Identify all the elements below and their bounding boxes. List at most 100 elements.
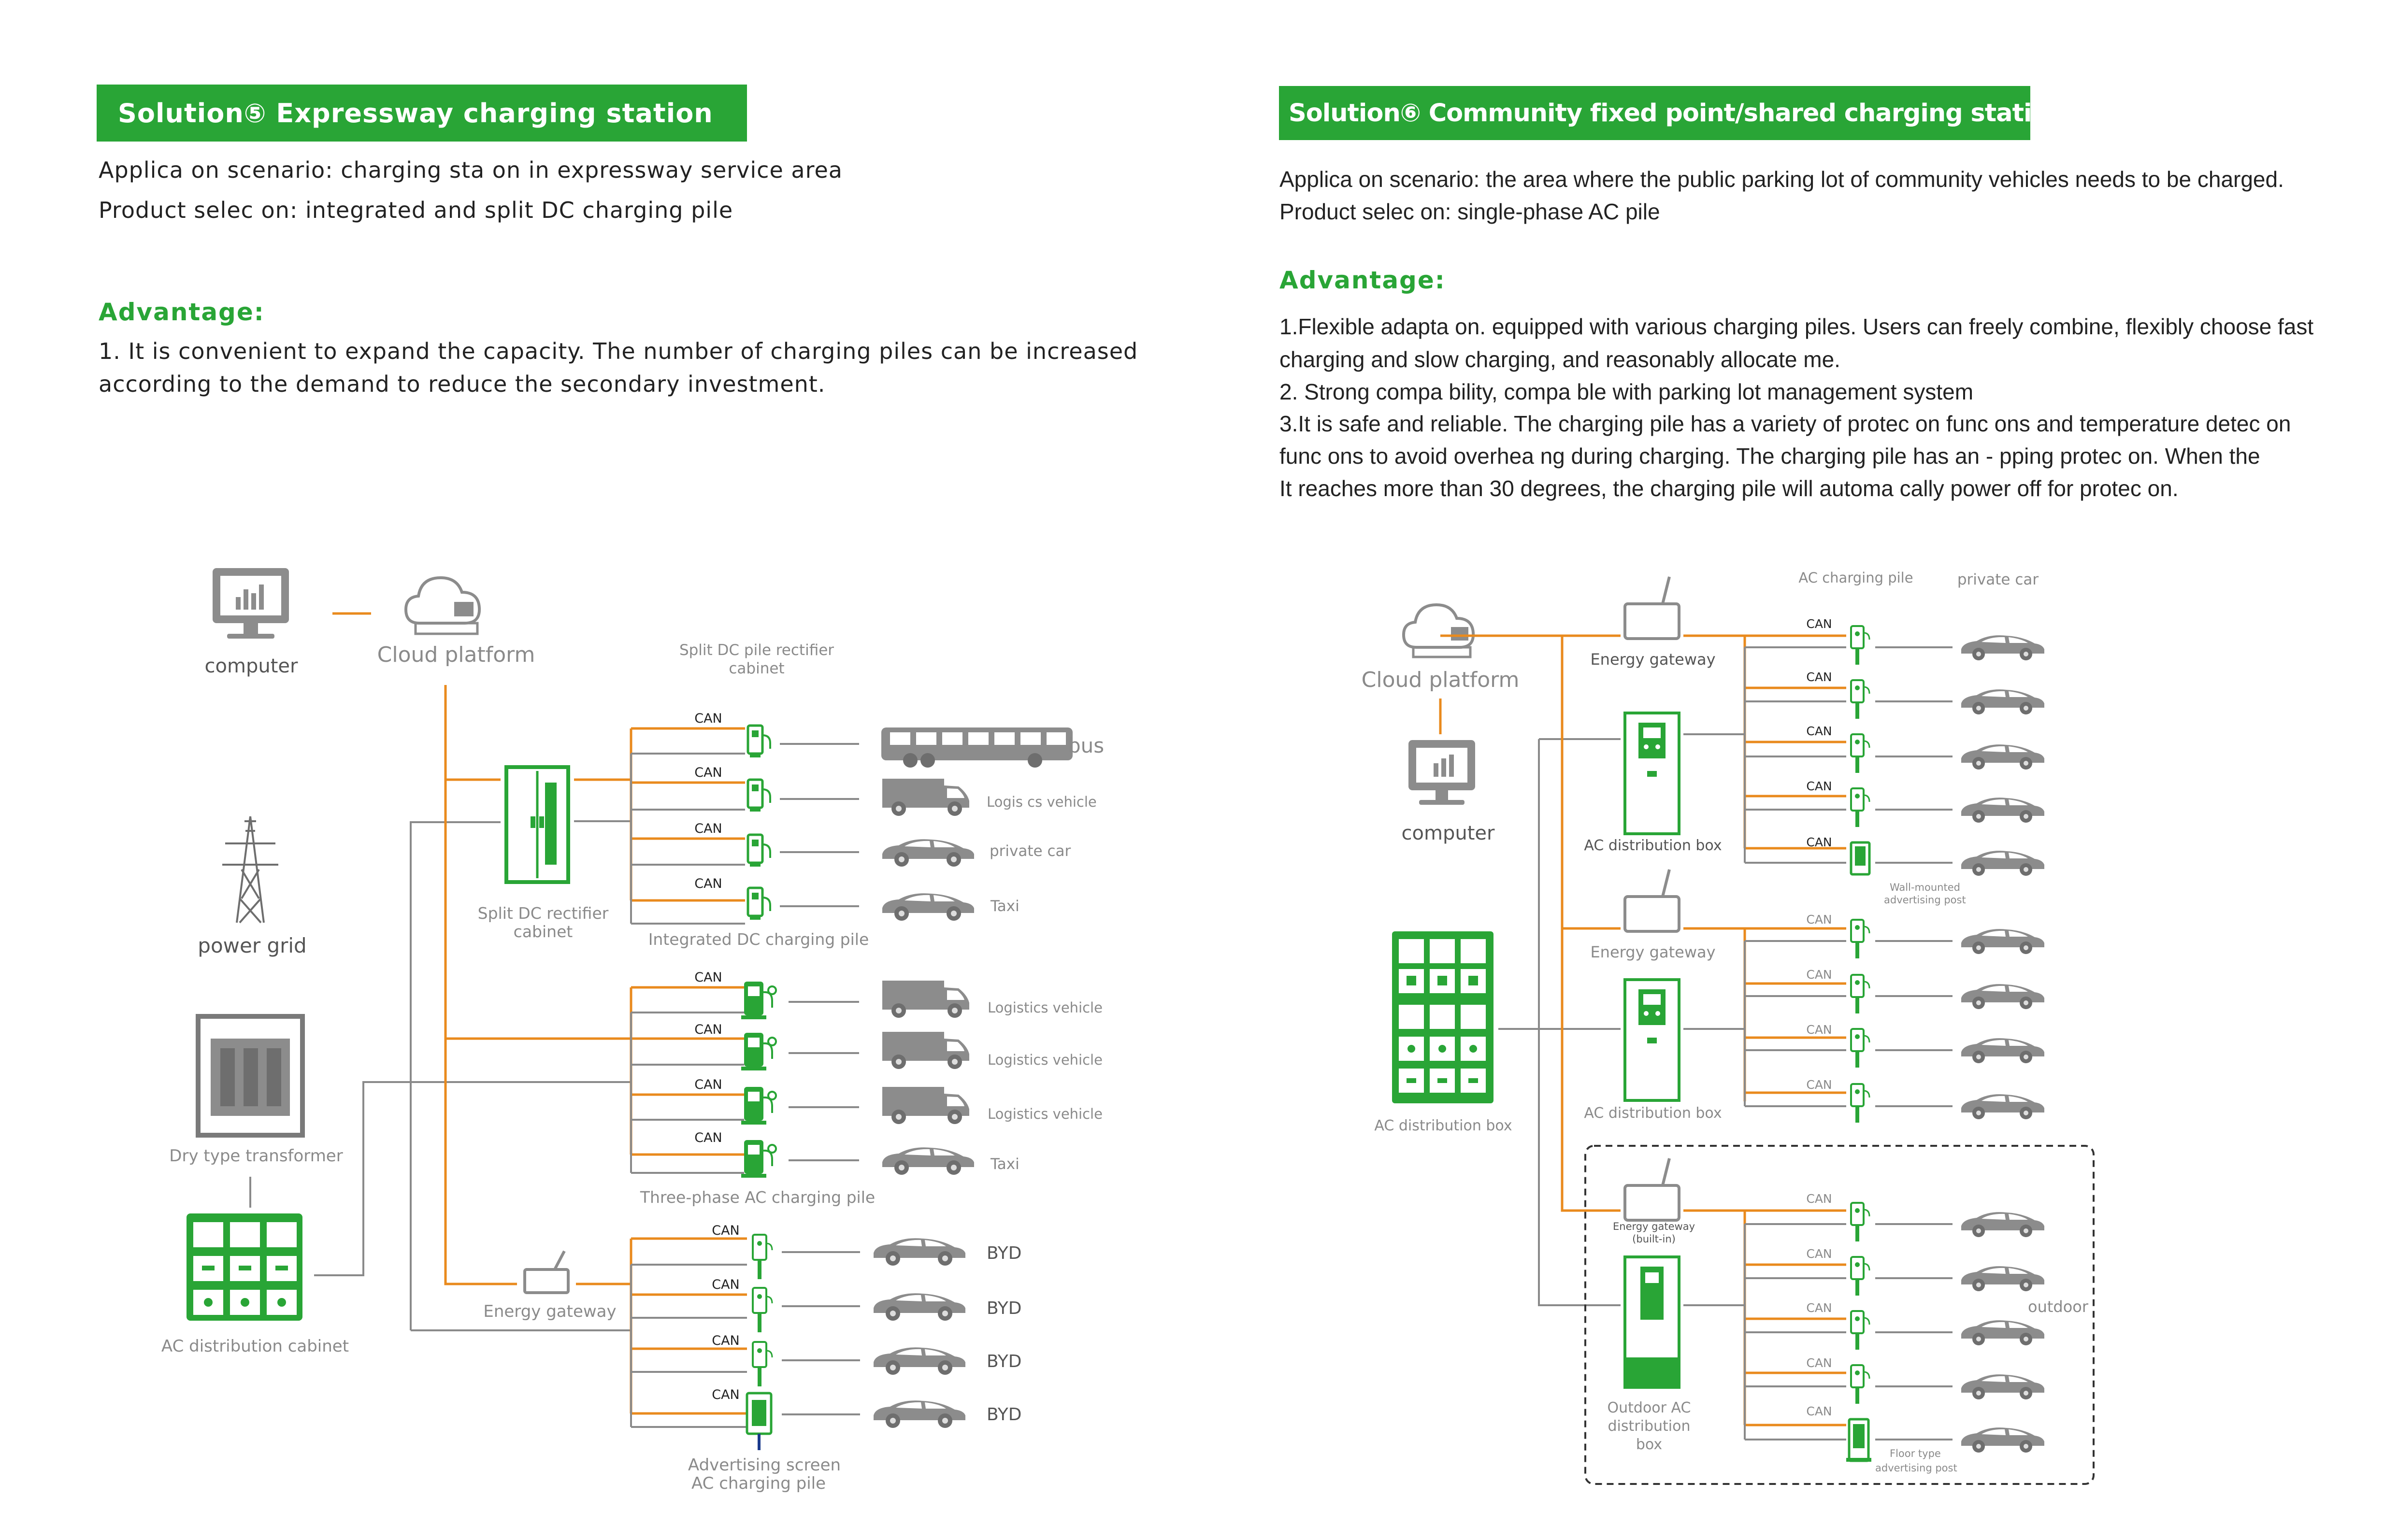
power-links	[1498, 738, 1621, 1306]
wall-mounted-post-icon	[1850, 841, 1871, 876]
can-label: CAN	[1806, 1192, 1832, 1206]
vehicle-label: BYD	[987, 1243, 1021, 1263]
transformer-label: Dry type transformer	[169, 1146, 343, 1166]
energy-gateway-icon	[1625, 870, 1679, 931]
cloud-icon	[404, 576, 481, 635]
ac-pile-icon	[1850, 787, 1870, 828]
ac-distribution-box-icon	[1625, 713, 1679, 834]
dc-pile-1	[748, 726, 770, 757]
can-trunk	[1440, 634, 1621, 1212]
scenario-line: Applica on scenario: charging sta on in …	[99, 157, 843, 183]
can-label: CAN	[1806, 1023, 1832, 1037]
advantage-line: 2. Strong compa bility, compa ble with p…	[1279, 379, 1974, 404]
car-icon	[1961, 1094, 2044, 1119]
ac-charging-pile-header: AC charging pile	[1798, 570, 1913, 586]
rectifier-cabinet-label-1: Split DC rectifier	[478, 904, 609, 923]
car-icon	[882, 839, 974, 867]
car-icon	[874, 1238, 965, 1266]
car-icon	[874, 1400, 965, 1428]
solution-5-banner: Solution⑤ Expressway charging station	[97, 85, 747, 142]
group-1-branches	[630, 726, 859, 925]
car-icon	[1961, 1374, 2044, 1399]
vehicle-label: Taxi	[990, 1155, 1020, 1173]
advantage-line-2: according to the demand to reduce the se…	[99, 371, 826, 397]
dc-pile-4	[748, 888, 770, 920]
outdoor-box-label-3: box	[1636, 1436, 1662, 1453]
dc-pile-2	[748, 780, 770, 812]
outdoor-box-label-1: Outdoor AC	[1608, 1399, 1691, 1416]
computer-icon	[213, 568, 289, 639]
can-label: CAN	[1806, 1404, 1832, 1418]
can-label: CAN	[1806, 913, 1832, 927]
can-label: CAN	[694, 711, 722, 726]
car-icon	[874, 1347, 965, 1375]
advantage-heading: Advantage:	[99, 298, 265, 326]
ac-pile-icon	[1850, 1310, 1870, 1351]
rectifier-cabinet-label-2: cabinet	[514, 922, 573, 941]
car-icon	[1961, 1212, 2044, 1237]
cloud-platform-label: Cloud platform	[1362, 668, 1520, 692]
wall-mounted-label-1: Wall-mounted	[1890, 882, 1960, 893]
energy-gateway-builtin-icon	[1625, 1158, 1679, 1220]
expressway-topology-diagram: computer Cloud platform power grid Dry t…	[161, 568, 1104, 1493]
ac-distribution-box-icon	[1625, 980, 1679, 1100]
slim-pile-3	[752, 1341, 773, 1387]
energy-gateway-icon	[1625, 577, 1679, 639]
car-icon	[882, 1147, 974, 1175]
computer-icon	[1408, 740, 1475, 805]
ac-pile-icon	[1850, 1202, 1870, 1242]
can-label: CAN	[694, 765, 722, 780]
ac-pile-icon	[1850, 1364, 1870, 1405]
vehicle-label: Logistics vehicle	[988, 999, 1103, 1016]
advantage-line: It reaches more than 30 degrees, the cha…	[1279, 476, 2179, 501]
main-ac-distribution-box-icon	[1392, 931, 1493, 1103]
group-c-branches	[1683, 1202, 1953, 1462]
group-3-branches	[630, 1234, 860, 1450]
advertising-screen-pile-icon	[746, 1392, 773, 1450]
car-icon	[1961, 1266, 2044, 1291]
dry-transformer-icon	[196, 1014, 305, 1138]
vehicle-label: BYD	[987, 1298, 1021, 1318]
ac-pile-icon	[1850, 1028, 1870, 1069]
slim-pile-1	[752, 1234, 773, 1280]
energy-gateway-label: Energy gateway	[1590, 943, 1715, 961]
car-icon	[1961, 635, 2044, 660]
power-grid-label: power grid	[198, 934, 306, 957]
can-label: CAN	[1806, 779, 1832, 793]
ac-pile-icon	[1850, 1256, 1870, 1297]
can-label: CAN	[694, 970, 722, 985]
vehicle-label: BYD	[987, 1352, 1021, 1371]
bus-icon	[881, 727, 1073, 768]
logistics-van-icon	[882, 779, 969, 816]
split-pile-header-1: Split DC pile rectifier	[679, 642, 834, 659]
product-line: Product selec on: single-phase AC pile	[1279, 199, 1660, 224]
ac-pile-2	[740, 1032, 777, 1071]
floor-type-label-2: advertising post	[1875, 1462, 1957, 1474]
solution-6-panel: Solution⑥ Community fixed point/shared c…	[1199, 0, 2398, 1540]
car-icon	[1961, 929, 2044, 954]
outdoor-label: outdoor	[2028, 1298, 2089, 1316]
ac-pile-icon	[1850, 919, 1870, 959]
car-icon	[874, 1293, 965, 1321]
outdoor-boundary	[1584, 1145, 2095, 1485]
advertising-screen-label-2: AC charging pile	[691, 1474, 826, 1493]
ac-box-label-1: AC distribution box	[1584, 837, 1722, 854]
logistics-van-icon	[882, 1032, 969, 1069]
ac-pile-icon	[1850, 679, 1870, 720]
community-topology-diagram: Cloud platform computer	[1362, 570, 2095, 1485]
scenario-line: Applica on scenario: the area where the …	[1279, 167, 2284, 192]
vehicle-label: Logistics vehicle	[988, 1052, 1103, 1068]
can-label: CAN	[1806, 968, 1832, 982]
can-label: CAN	[1806, 1356, 1832, 1370]
vehicle-label: private car	[990, 842, 1071, 860]
can-label: CAN	[712, 1223, 740, 1238]
ac-box-label-2: AC distribution box	[1584, 1105, 1722, 1122]
car-icon	[1961, 851, 2044, 876]
product-line: Product selec on: integrated and split D…	[99, 197, 733, 223]
dc-pile-3	[748, 835, 770, 867]
can-label: CAN	[694, 876, 722, 891]
computer-label: computer	[1402, 822, 1495, 844]
floor-type-label-1: Floor type	[1890, 1448, 1941, 1459]
vehicle-label: Logis cs vehicle	[987, 794, 1097, 810]
advantage-heading: Advantage:	[1279, 266, 1446, 294]
